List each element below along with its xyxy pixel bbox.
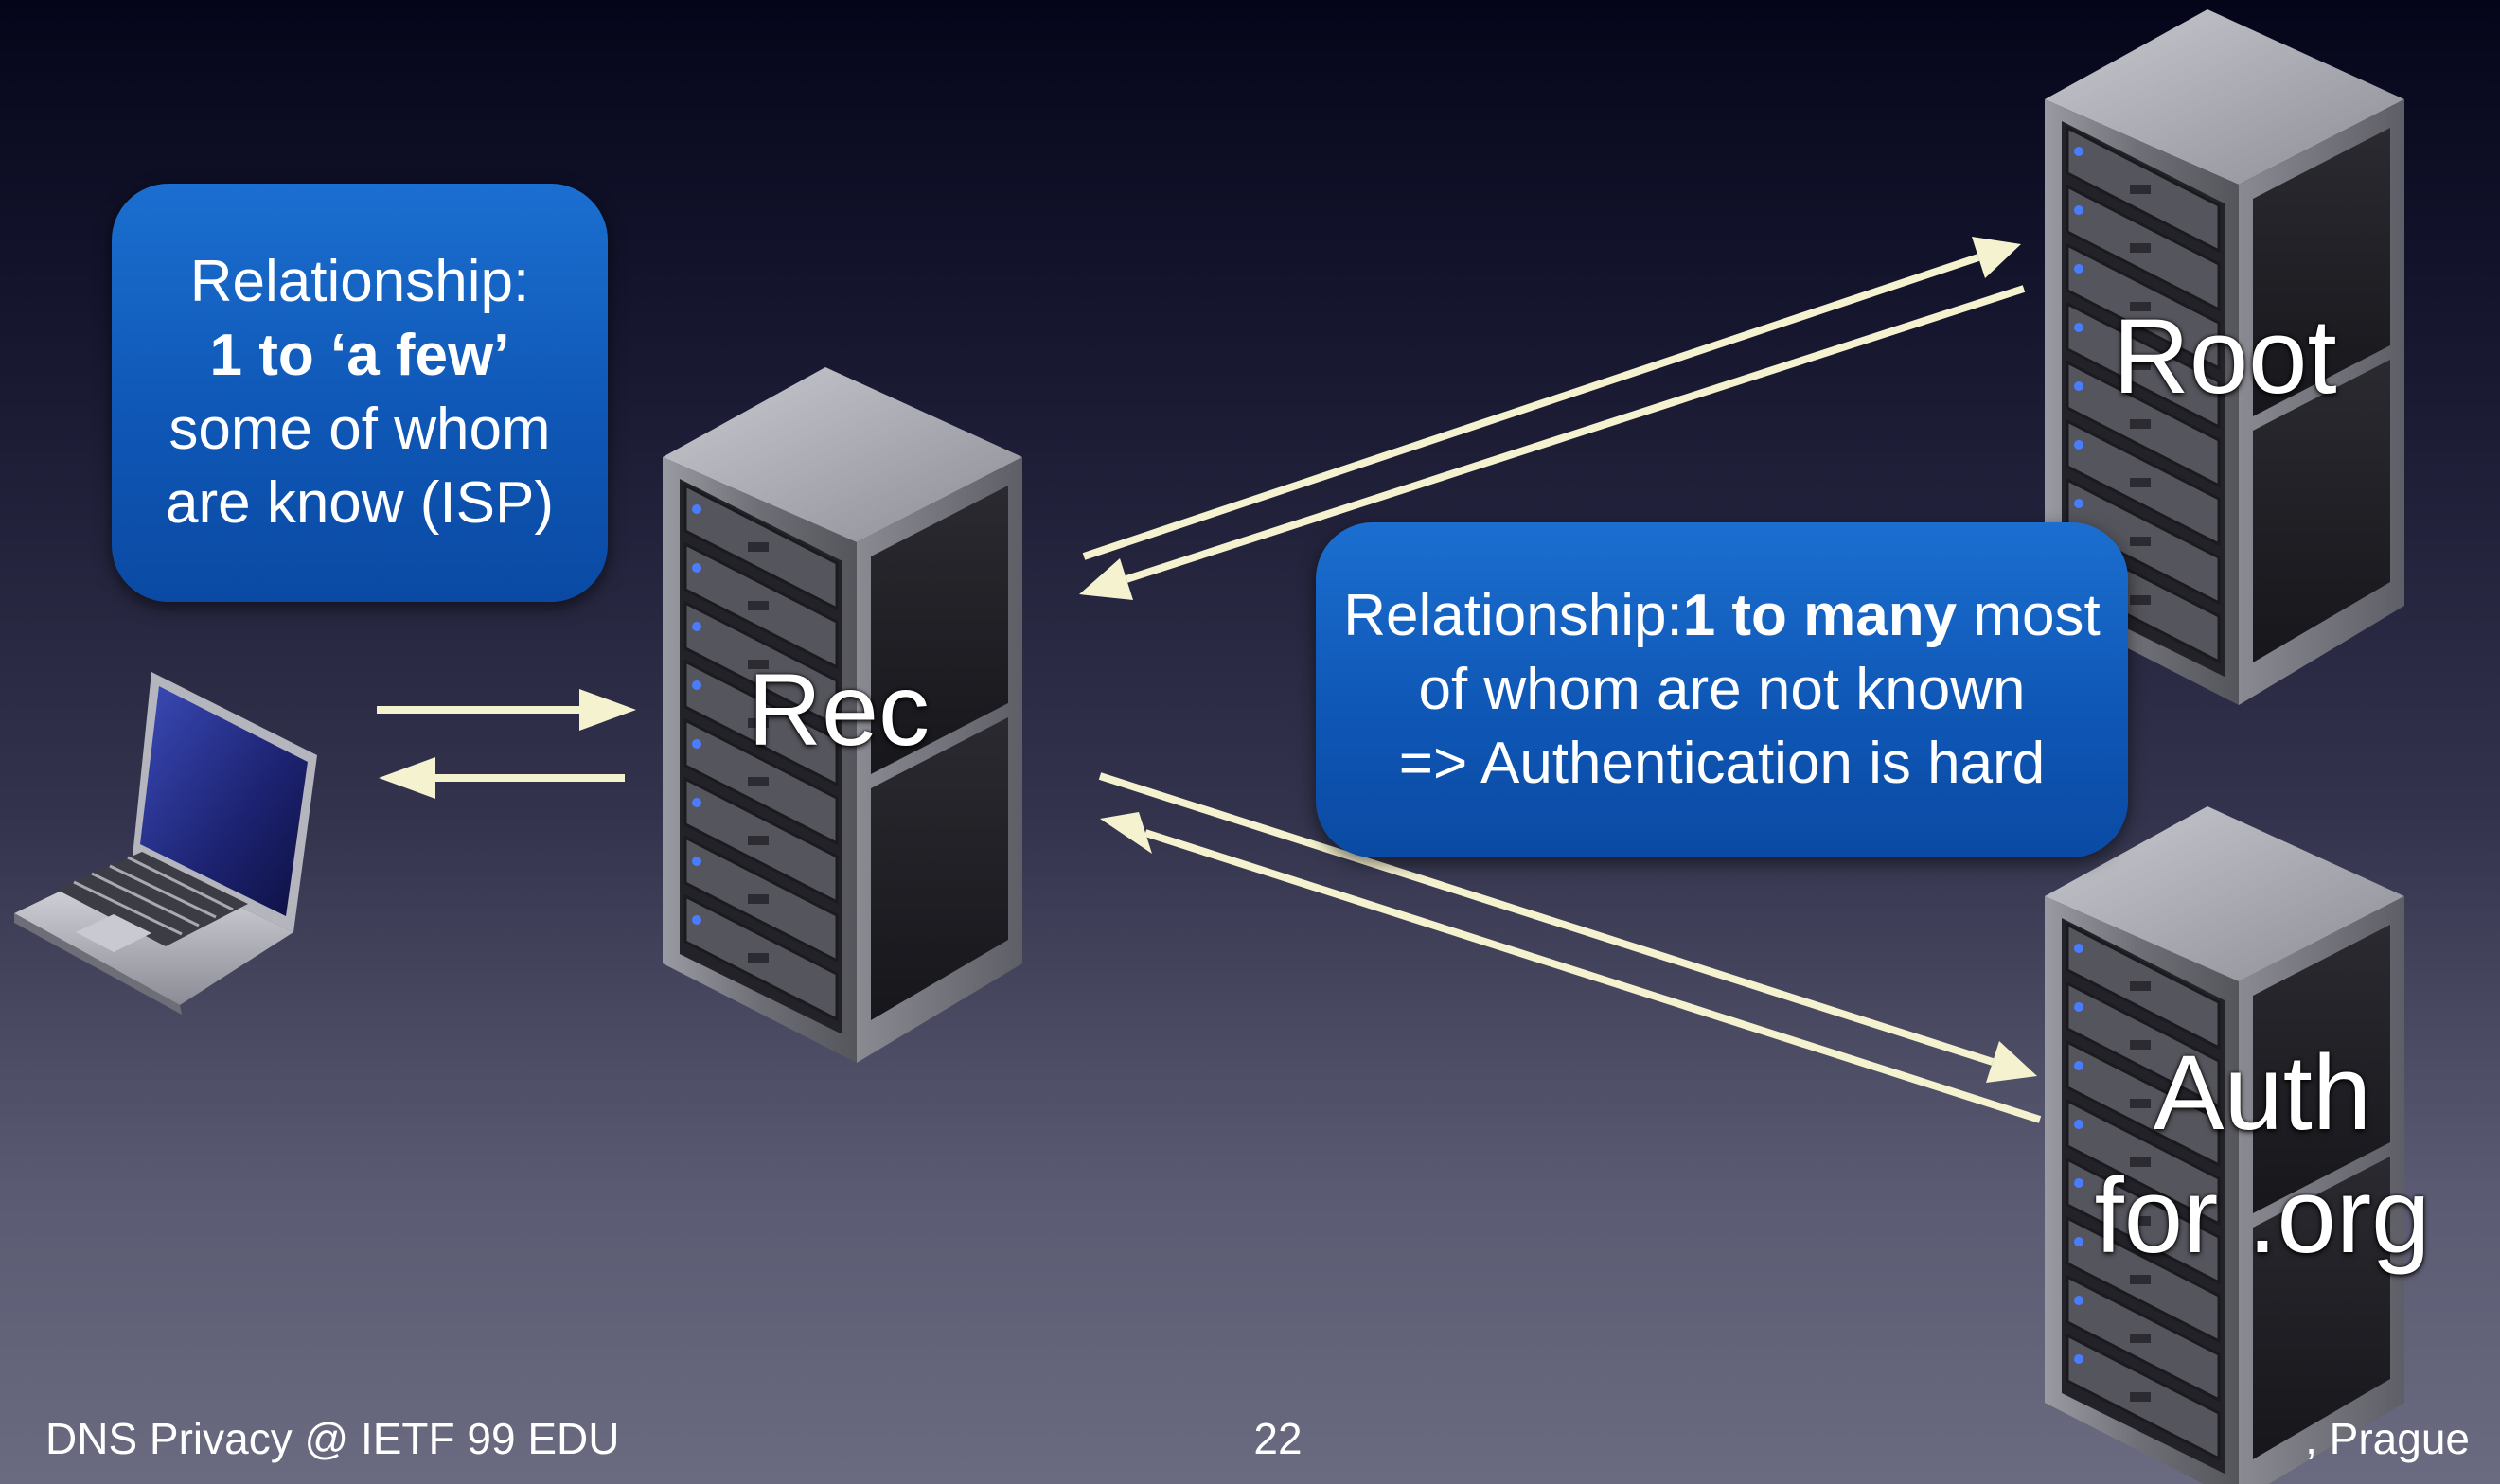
callout-isp-relationship: Relationship: 1 to ‘a few’ some of whom …: [112, 184, 608, 602]
callout-left-bold: 1 to ‘a few’: [209, 323, 510, 388]
callout-left-line2: 1 to ‘a few’: [210, 319, 510, 393]
callout-mid-suffix: most: [1957, 583, 2101, 648]
auth-label-line1: Auth: [2153, 1034, 2372, 1152]
callout-left-line4: are know (ISP): [165, 470, 555, 536]
footer-location: , Prague: [2305, 1414, 2470, 1463]
callout-left-line3: some of whom: [168, 397, 551, 462]
arrow-rec-to-laptop: [379, 757, 625, 799]
callout-auth-relationship: Relationship:1 to many most of whom are …: [1316, 522, 2128, 857]
callout-mid-bold: 1 to many: [1682, 583, 1958, 648]
arrows: [377, 237, 2042, 1123]
footer-title: DNS Privacy @ IETF 99 EDU: [45, 1414, 620, 1463]
callout-mid-line3: => Authentication is hard: [1398, 731, 2046, 796]
arrow-root-to-rec: [1079, 285, 2026, 600]
arrow-laptop-to-rec: [377, 689, 636, 731]
callout-mid-line1: Relationship:1 to many most: [1343, 579, 2100, 653]
callout-left-line1: Relationship:: [189, 249, 530, 314]
rec-server-label: Rec: [748, 652, 931, 767]
callout-mid-prefix: Relationship:: [1343, 583, 1683, 648]
laptop-icon: [14, 672, 317, 1015]
auth-server-label: Auth for .org: [2073, 1032, 2452, 1278]
arrow-auth-to-rec: [1100, 812, 2042, 1123]
arrow-rec-to-root: [1082, 237, 2021, 560]
callout-mid-line2: of whom are not known: [1418, 657, 2026, 722]
root-server-label: Root: [2113, 297, 2337, 415]
slide-number: 22: [1253, 1414, 1303, 1463]
arrow-rec-to-auth: [1098, 772, 2037, 1083]
auth-label-line2: for .org: [2094, 1157, 2431, 1275]
